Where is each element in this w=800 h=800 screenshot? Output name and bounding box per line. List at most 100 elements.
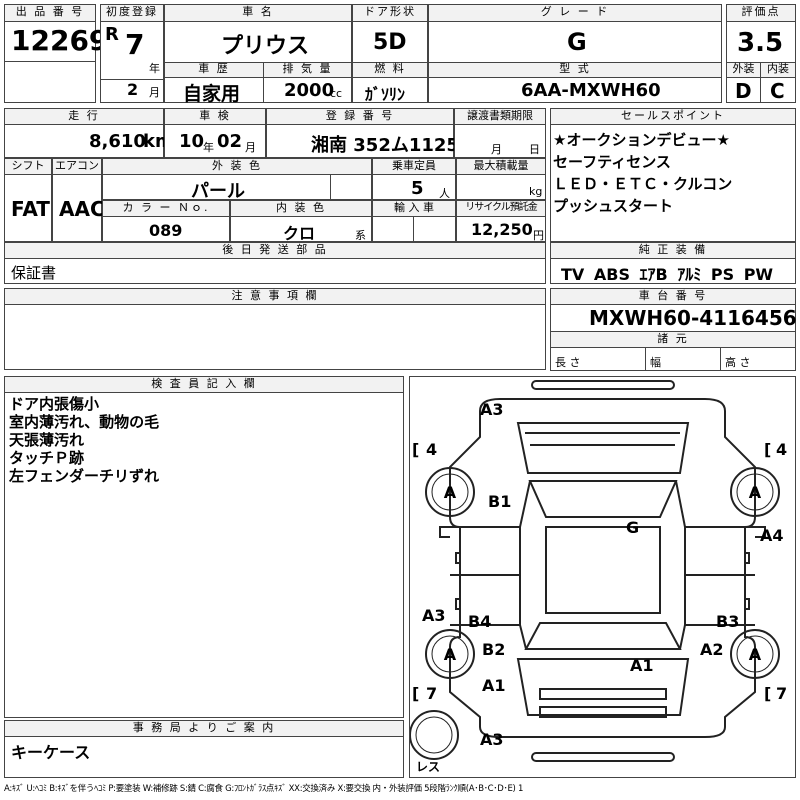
grade-label: グ レ ー ド <box>428 4 722 22</box>
mark-a3-left: A3 <box>422 606 446 625</box>
shift-box: FAT <box>4 174 52 242</box>
sales-points-label: セールスポイント <box>550 108 796 125</box>
mark-g: G <box>626 518 639 537</box>
capacity-label: 乗車定員 <box>372 158 456 175</box>
interior-box: C <box>760 77 796 103</box>
interior-color-label: 内 装 色 <box>230 200 372 217</box>
height-box: 高 さ <box>720 347 796 371</box>
later-parts: 保証書 <box>11 264 57 282</box>
first-reg-box: R 7 年 2 月 <box>100 21 164 103</box>
mark-b3: B3 <box>716 612 739 631</box>
history-label: 車 歴 <box>164 62 264 78</box>
import-label: 輸 入 車 <box>372 200 456 217</box>
equipment-box: TV ABS ｴｱB ｱﾙﾐ PS PW <box>550 258 796 284</box>
lot-no: 12269 <box>11 24 109 57</box>
tire-bracket-fr: [ <box>764 440 771 459</box>
height-label: 高 さ <box>725 356 751 369</box>
later-parts-box: 保証書 <box>4 258 546 284</box>
load-unit: kg <box>529 185 543 198</box>
displacement-label: 排 気 量 <box>263 62 352 78</box>
tire-label-rr: 7 <box>776 684 787 703</box>
inspection-box: 10 年 02 月 <box>164 124 266 158</box>
history-box: 自家用 <box>164 77 264 105</box>
lot-no-label: 出 品 番 号 <box>4 4 96 22</box>
mark-a1-center: A1 <box>630 656 654 675</box>
transfer-day: 日 <box>529 143 540 156</box>
load-label: 最大積載量 <box>456 158 546 175</box>
plate-box: 湘南 352ム1125 <box>266 124 459 158</box>
color-label: 外 装 色 <box>102 158 372 175</box>
interior-label: 内装 <box>760 62 796 78</box>
grade: G <box>567 28 587 56</box>
fuel-label: 燃 料 <box>352 62 428 78</box>
interior-color-unit: 系 <box>355 229 366 242</box>
equipment: TV ABS ｴｱB ｱﾙﾐ PS PW <box>561 265 774 284</box>
mileage-box: 8,610 km <box>4 124 174 158</box>
recycle-box: 12,250 円 <box>456 216 546 242</box>
office-box: キーケース <box>4 736 404 778</box>
recycle: 12,250 <box>471 220 533 239</box>
exterior-score: D <box>735 79 752 103</box>
score-label: 評価点 <box>726 4 796 22</box>
later-parts-label: 後 日 発 送 部 品 <box>4 242 546 259</box>
insp-year-unit: 年 <box>203 141 214 154</box>
transfer-label: 譲渡書類期限 <box>454 108 546 125</box>
sales-points-box: ★オークションデビュー★ セーフティセンス ＬＥＤ・ＥＴＣ・クルコン プッシュス… <box>550 124 796 242</box>
mark-a2: A2 <box>700 640 724 659</box>
sales-point-4: プッシュスタート <box>553 197 674 215</box>
notes-box <box>4 304 546 370</box>
model-box: 6AA-MXWH60 <box>428 77 722 103</box>
wheel-mark-rr: A <box>749 645 762 664</box>
transfer-box: 月 日 <box>454 124 546 158</box>
interior-color-box: クロ 系 <box>230 216 372 243</box>
ac-label: エアコン <box>52 158 102 175</box>
displacement: 2000 <box>284 80 335 101</box>
lot-no-box: 12269 <box>4 21 108 62</box>
displacement-unit: cc <box>330 87 343 100</box>
inspector-list: ドア内張傷小 室内薄汚れ、動物の毛 天張薄汚れ タッチＰ跡 左フェンダーチリずれ <box>9 395 159 485</box>
ac: AAC <box>59 197 105 221</box>
mark-b1: B1 <box>488 492 511 511</box>
insp-month: 02 <box>217 131 243 152</box>
sales-point-3: ＬＥＤ・ＥＴＣ・クルコン <box>553 175 733 193</box>
chassis-box: MXWH60-4116456 <box>550 304 797 332</box>
plate-label: 登 録 番 号 <box>266 108 454 125</box>
capacity-box: 5 人 <box>372 174 456 200</box>
interior-score: C <box>770 79 785 103</box>
ac-box: AAC <box>52 174 105 242</box>
inspector-line-5: 左フェンダーチリずれ <box>9 467 160 485</box>
office-note: キーケース <box>11 743 91 762</box>
tire-label-spare: レス <box>416 760 440 774</box>
door: 5D <box>373 30 407 55</box>
car-diagram-box: [ 4 [ 4 [ 7 [ 7 レス A A A A A3 B1 G A4 A3… <box>409 376 796 778</box>
score: 3.5 <box>737 28 784 58</box>
office-label: 事 務 局 よ り ご 案 内 <box>4 720 404 737</box>
import-box-1 <box>372 216 414 242</box>
tire-label-fl: 4 <box>426 440 437 459</box>
width-label: 幅 <box>650 356 661 369</box>
shift-label: シフト <box>4 158 52 175</box>
first-reg-label: 初度登録 <box>100 4 164 22</box>
import-box-2 <box>413 216 456 242</box>
chassis-number: MXWH60-4116456 <box>589 306 797 330</box>
color-no: 089 <box>149 221 183 240</box>
inspector-line-2: 室内薄汚れ、動物の毛 <box>9 413 160 431</box>
chassis-label: 車 台 番 号 <box>550 288 796 305</box>
specs-label: 諸 元 <box>550 331 796 348</box>
tire-bracket-rl: [ <box>412 684 419 703</box>
model-label: 型 式 <box>428 62 722 78</box>
fuel: ｶﾞｿﾘﾝ <box>365 85 406 104</box>
model: 6AA-MXWH60 <box>521 80 661 101</box>
car-diagram: [ 4 [ 4 [ 7 [ 7 レス A A A A A3 B1 G A4 A3… <box>410 380 787 774</box>
inspector-line-3: 天張薄汚れ <box>9 431 85 449</box>
door-box: 5D <box>352 21 428 63</box>
load-box: kg <box>456 174 546 200</box>
inspector-line-1: ドア内張傷小 <box>9 395 100 413</box>
mark-b2: B2 <box>482 640 505 659</box>
length-box: 長 さ <box>550 347 646 371</box>
insp-year: 10 <box>179 131 205 152</box>
displacement-box: 2000 cc <box>263 77 352 103</box>
mark-a1-left: A1 <box>482 676 506 695</box>
sales-point-1: ★オークションデビュー★ <box>553 131 730 149</box>
shift: FAT <box>11 197 50 221</box>
